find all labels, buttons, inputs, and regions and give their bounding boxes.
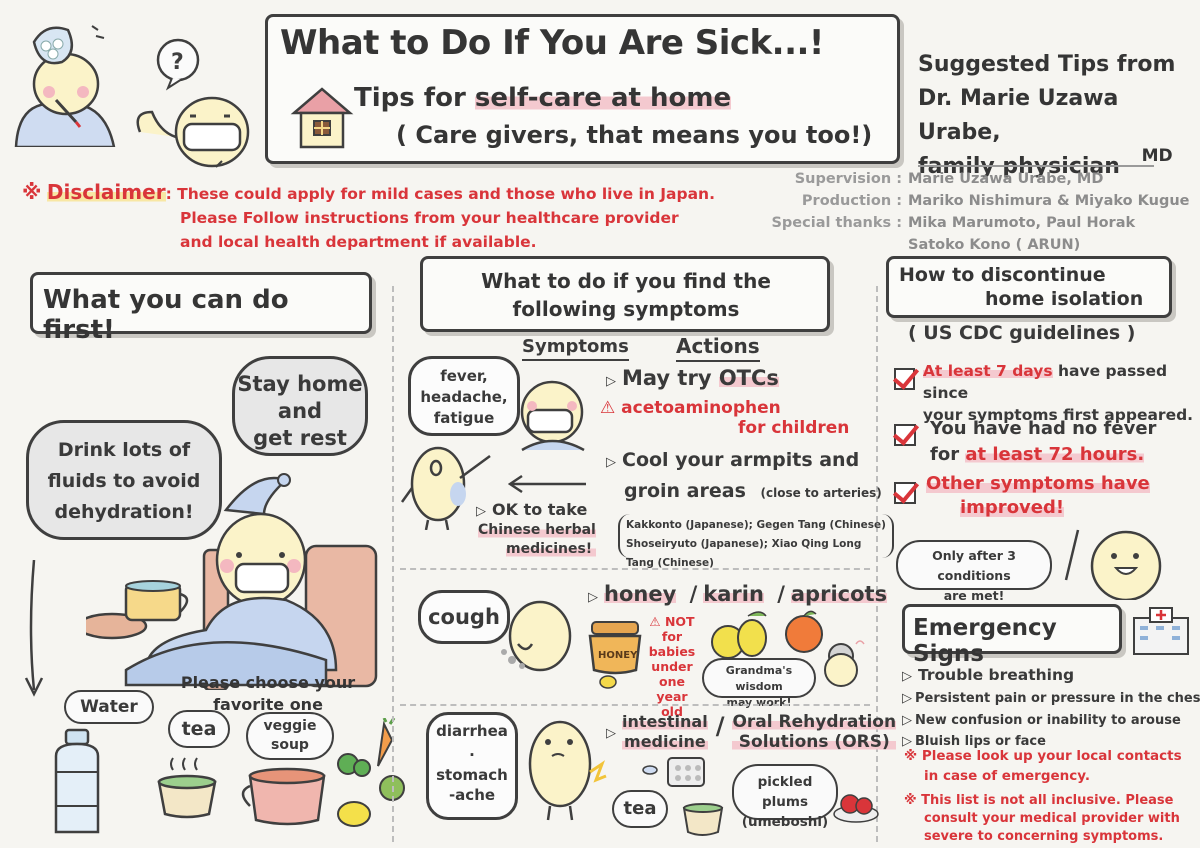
author-line-2: Dr. Marie Uzawa Urabe, bbox=[918, 86, 1119, 145]
subtitle-caregivers: ( Care givers, that means you too!) bbox=[396, 121, 873, 149]
sick-person-illustration bbox=[14, 25, 116, 147]
emergency-note-2: ※ This list is not all inclusive. Please… bbox=[904, 793, 1180, 844]
tea-bubble: tea bbox=[612, 790, 668, 828]
author-underline bbox=[918, 165, 1154, 167]
soup-cup-icon bbox=[241, 767, 326, 826]
emergency-heading: Emergency Signs bbox=[913, 615, 1057, 667]
col-actions: Actions bbox=[676, 334, 760, 362]
right-column-divider bbox=[876, 286, 878, 842]
cdc-guidelines: ( US CDC guidelines ) bbox=[908, 322, 1136, 344]
emergency-item: ▷Trouble breathing bbox=[902, 666, 1075, 684]
discontinue-heading-2: home isolation bbox=[985, 288, 1144, 310]
emergency-list: ▷Trouble breathing ▷Persistent pain or p… bbox=[902, 664, 1200, 752]
condition-3: Other symptoms have improved! bbox=[894, 472, 1150, 520]
condition-2: You have had no fever for at least 72 ho… bbox=[894, 416, 1156, 468]
disclaimer-mark: ※ bbox=[22, 180, 42, 204]
col-symptoms: Symptoms bbox=[522, 336, 629, 361]
credit-thanks: Special thanks : Mika Marumoto, Paul Hor… bbox=[771, 215, 1136, 231]
karin-icon bbox=[711, 611, 767, 659]
disclaimer-label: Disclaimer bbox=[46, 180, 166, 204]
credit-supervision: Supervision : Marie Uzawa Urabe, MD bbox=[794, 171, 1104, 187]
checkbox-icon bbox=[894, 368, 915, 390]
subtitle: Tips for self-care at home bbox=[354, 83, 732, 113]
symptoms-heading-1: What to do if you find the bbox=[481, 269, 771, 293]
checkbox-icon bbox=[894, 482, 916, 504]
water-bottle-icon bbox=[54, 728, 100, 834]
symptoms-divider-1 bbox=[400, 568, 870, 570]
coughing-person-illustration bbox=[501, 600, 572, 672]
emergency-item: ▷Persistent pain or pressure in the ches… bbox=[902, 691, 1200, 706]
apricot-icon bbox=[785, 610, 823, 653]
masked-person-illustration: ? bbox=[136, 38, 250, 168]
disclaimer: ※ Disclaimer: These could apply for mild… bbox=[22, 180, 715, 251]
symptoms-heading-box: What to do if you find the following sym… bbox=[420, 256, 830, 332]
author-line-1: Suggested Tips from bbox=[918, 52, 1176, 77]
water-label: Water bbox=[64, 690, 154, 724]
tea-icon-small bbox=[682, 803, 724, 836]
first-heading: What you can do first! bbox=[43, 285, 289, 345]
pickled-plums-bubble: pickled plums(umeboshi) bbox=[732, 764, 838, 830]
cooling-person-illustration bbox=[400, 446, 491, 530]
herbal-ok: ▷OK to take Chinese herbal medicines! bbox=[476, 500, 596, 559]
down-arrow-icon bbox=[24, 560, 44, 697]
credits: Supervision : Marie Uzawa Urabe, MD Prod… bbox=[770, 168, 1190, 256]
left-arrow-icon bbox=[508, 474, 586, 494]
discontinue-heading-1: How to discontinue bbox=[899, 264, 1106, 286]
cheering-person-illustration bbox=[1064, 529, 1162, 600]
svg-text:HONEY: HONEY bbox=[598, 650, 638, 661]
warning-icon: ⚠ bbox=[649, 614, 661, 629]
stomachache-person-illustration bbox=[528, 720, 607, 821]
house-icon bbox=[290, 87, 354, 149]
herbal-names: Kakkonto (Japanese); Gegen Tang (Chinese… bbox=[618, 514, 894, 569]
discontinue-heading-box: How to discontinue home isolation bbox=[886, 256, 1172, 318]
condition-1: At least 7 days have passed since your s… bbox=[894, 360, 1200, 426]
author-md: MD bbox=[1141, 146, 1173, 166]
first-heading-box: What you can do first! bbox=[30, 272, 372, 345]
acetaminophen-warning: ⚠ acetoaminophen bbox=[600, 398, 781, 418]
hospital-icon bbox=[1133, 607, 1189, 655]
vegetables-icon bbox=[337, 718, 405, 827]
grandma-icon bbox=[824, 640, 865, 687]
cough-bubble: cough bbox=[418, 590, 510, 644]
for-children: for children bbox=[738, 418, 850, 438]
cough-remedies: ▷honey /karin /apricots bbox=[588, 582, 888, 606]
title-box: What to Do If You Are Sick...! Tips for … bbox=[265, 14, 900, 164]
tea-label: tea bbox=[168, 710, 230, 748]
cool-action: ▷Cool your armpits and groin areas (clos… bbox=[606, 449, 882, 502]
honey-jar-icon: HONEY bbox=[588, 621, 642, 689]
pills-icon bbox=[642, 757, 705, 787]
emergency-heading-box: Emergency Signs bbox=[902, 604, 1122, 667]
diarrhea-bubble: diarrhea · stomach-ache bbox=[426, 712, 518, 820]
warning-icon: ⚠ bbox=[600, 398, 616, 418]
tea-cup-icon bbox=[157, 757, 217, 819]
masked-patient-illustration bbox=[520, 380, 585, 452]
emergency-item: ▷New confusion or inability to arouse bbox=[902, 713, 1181, 728]
emergency-item: ▷Bluish lips or face bbox=[902, 734, 1046, 749]
credit-production: Production : Mariko Nishimura & Miyako K… bbox=[801, 193, 1190, 209]
left-column-divider bbox=[392, 286, 394, 842]
otc-action: ▷May try OTCs bbox=[606, 366, 779, 390]
umeboshi-icon bbox=[833, 794, 879, 823]
question-mark: ? bbox=[171, 50, 184, 75]
symptoms-heading-2: following symptoms bbox=[512, 297, 740, 321]
resting-person-illustration bbox=[86, 473, 378, 690]
credit-thanks-2: Satoko Kono ( ARUN) bbox=[908, 237, 1081, 253]
checkbox-icon bbox=[894, 424, 916, 446]
symptoms-divider-2 bbox=[400, 704, 870, 706]
fever-bubble: fever,headache,fatigue bbox=[408, 356, 520, 436]
page-title: What to Do If You Are Sick...! bbox=[280, 23, 824, 63]
